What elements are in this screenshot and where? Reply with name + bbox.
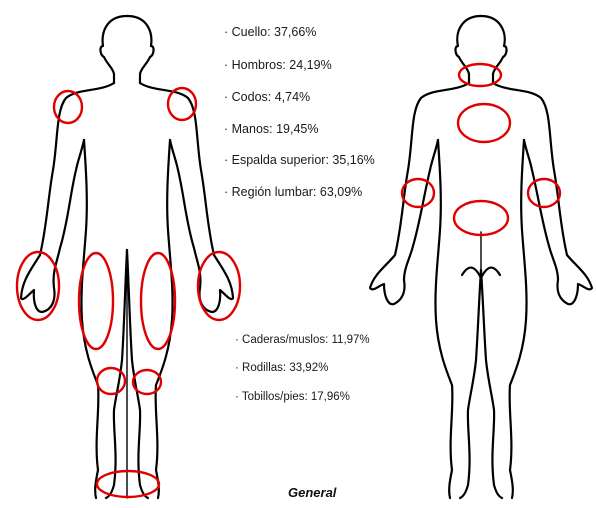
right-thigh-highlight [141,253,175,349]
stat-knees: · Rodillas: 33,92% [235,362,328,374]
stat-hips-thighs: · Caderas/muslos: 11,97% [235,334,370,346]
neck-highlight [459,64,501,86]
right-elbow-highlight [528,179,560,207]
stat-hands: · Manos: 19,45% [224,122,319,136]
front-body [21,16,233,498]
back-body [370,16,592,498]
stat-shoulders: · Hombros: 24,19% [224,58,332,72]
back-highlights [402,64,560,235]
stat-elbows: · Codos: 4,74% [224,90,310,104]
figure-caption: General [288,485,336,500]
left-knee-highlight [97,368,125,394]
upper-back-highlight [458,104,510,142]
stat-upper-back: · Espalda superior: 35,16% [224,153,375,167]
stat-lower-back: · Región lumbar: 63,09% [224,185,362,199]
lower-back-highlight [454,201,508,235]
stat-neck: · Cuello: 37,66% [224,25,316,39]
stat-ankles-feet: · Tobillos/pies: 17,96% [235,391,350,403]
feet-highlight [97,471,159,497]
left-elbow-highlight [402,179,434,207]
left-thigh-highlight [79,253,113,349]
